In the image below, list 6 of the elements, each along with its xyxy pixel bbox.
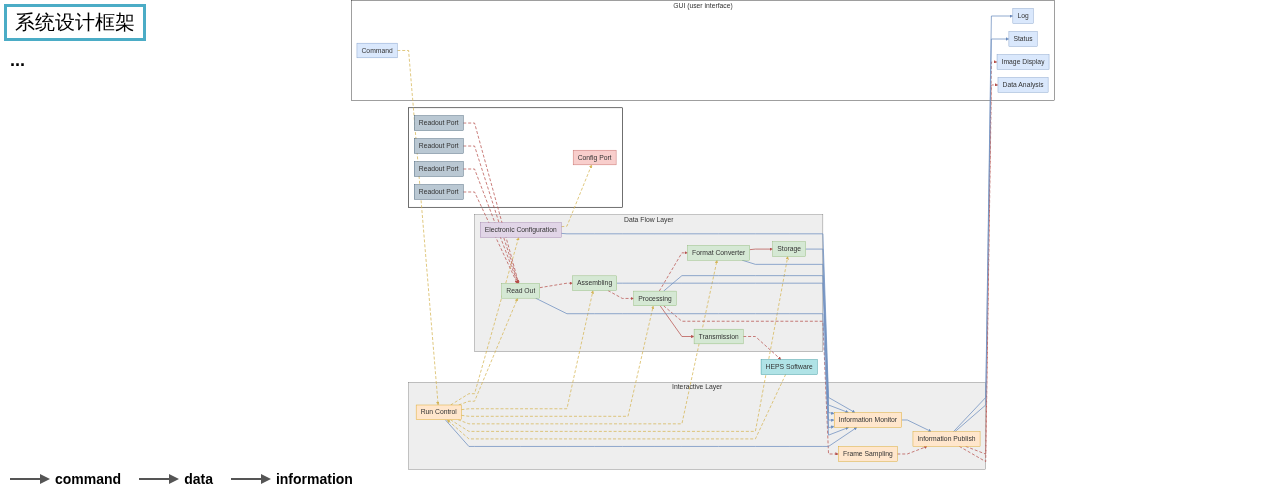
legend-text: information	[275, 471, 353, 487]
note-text: ...	[10, 50, 25, 71]
legend-text: command	[55, 471, 122, 487]
title: 系统设计框架	[4, 4, 146, 41]
cluster	[408, 107, 623, 208]
legend-text: data	[184, 471, 213, 487]
